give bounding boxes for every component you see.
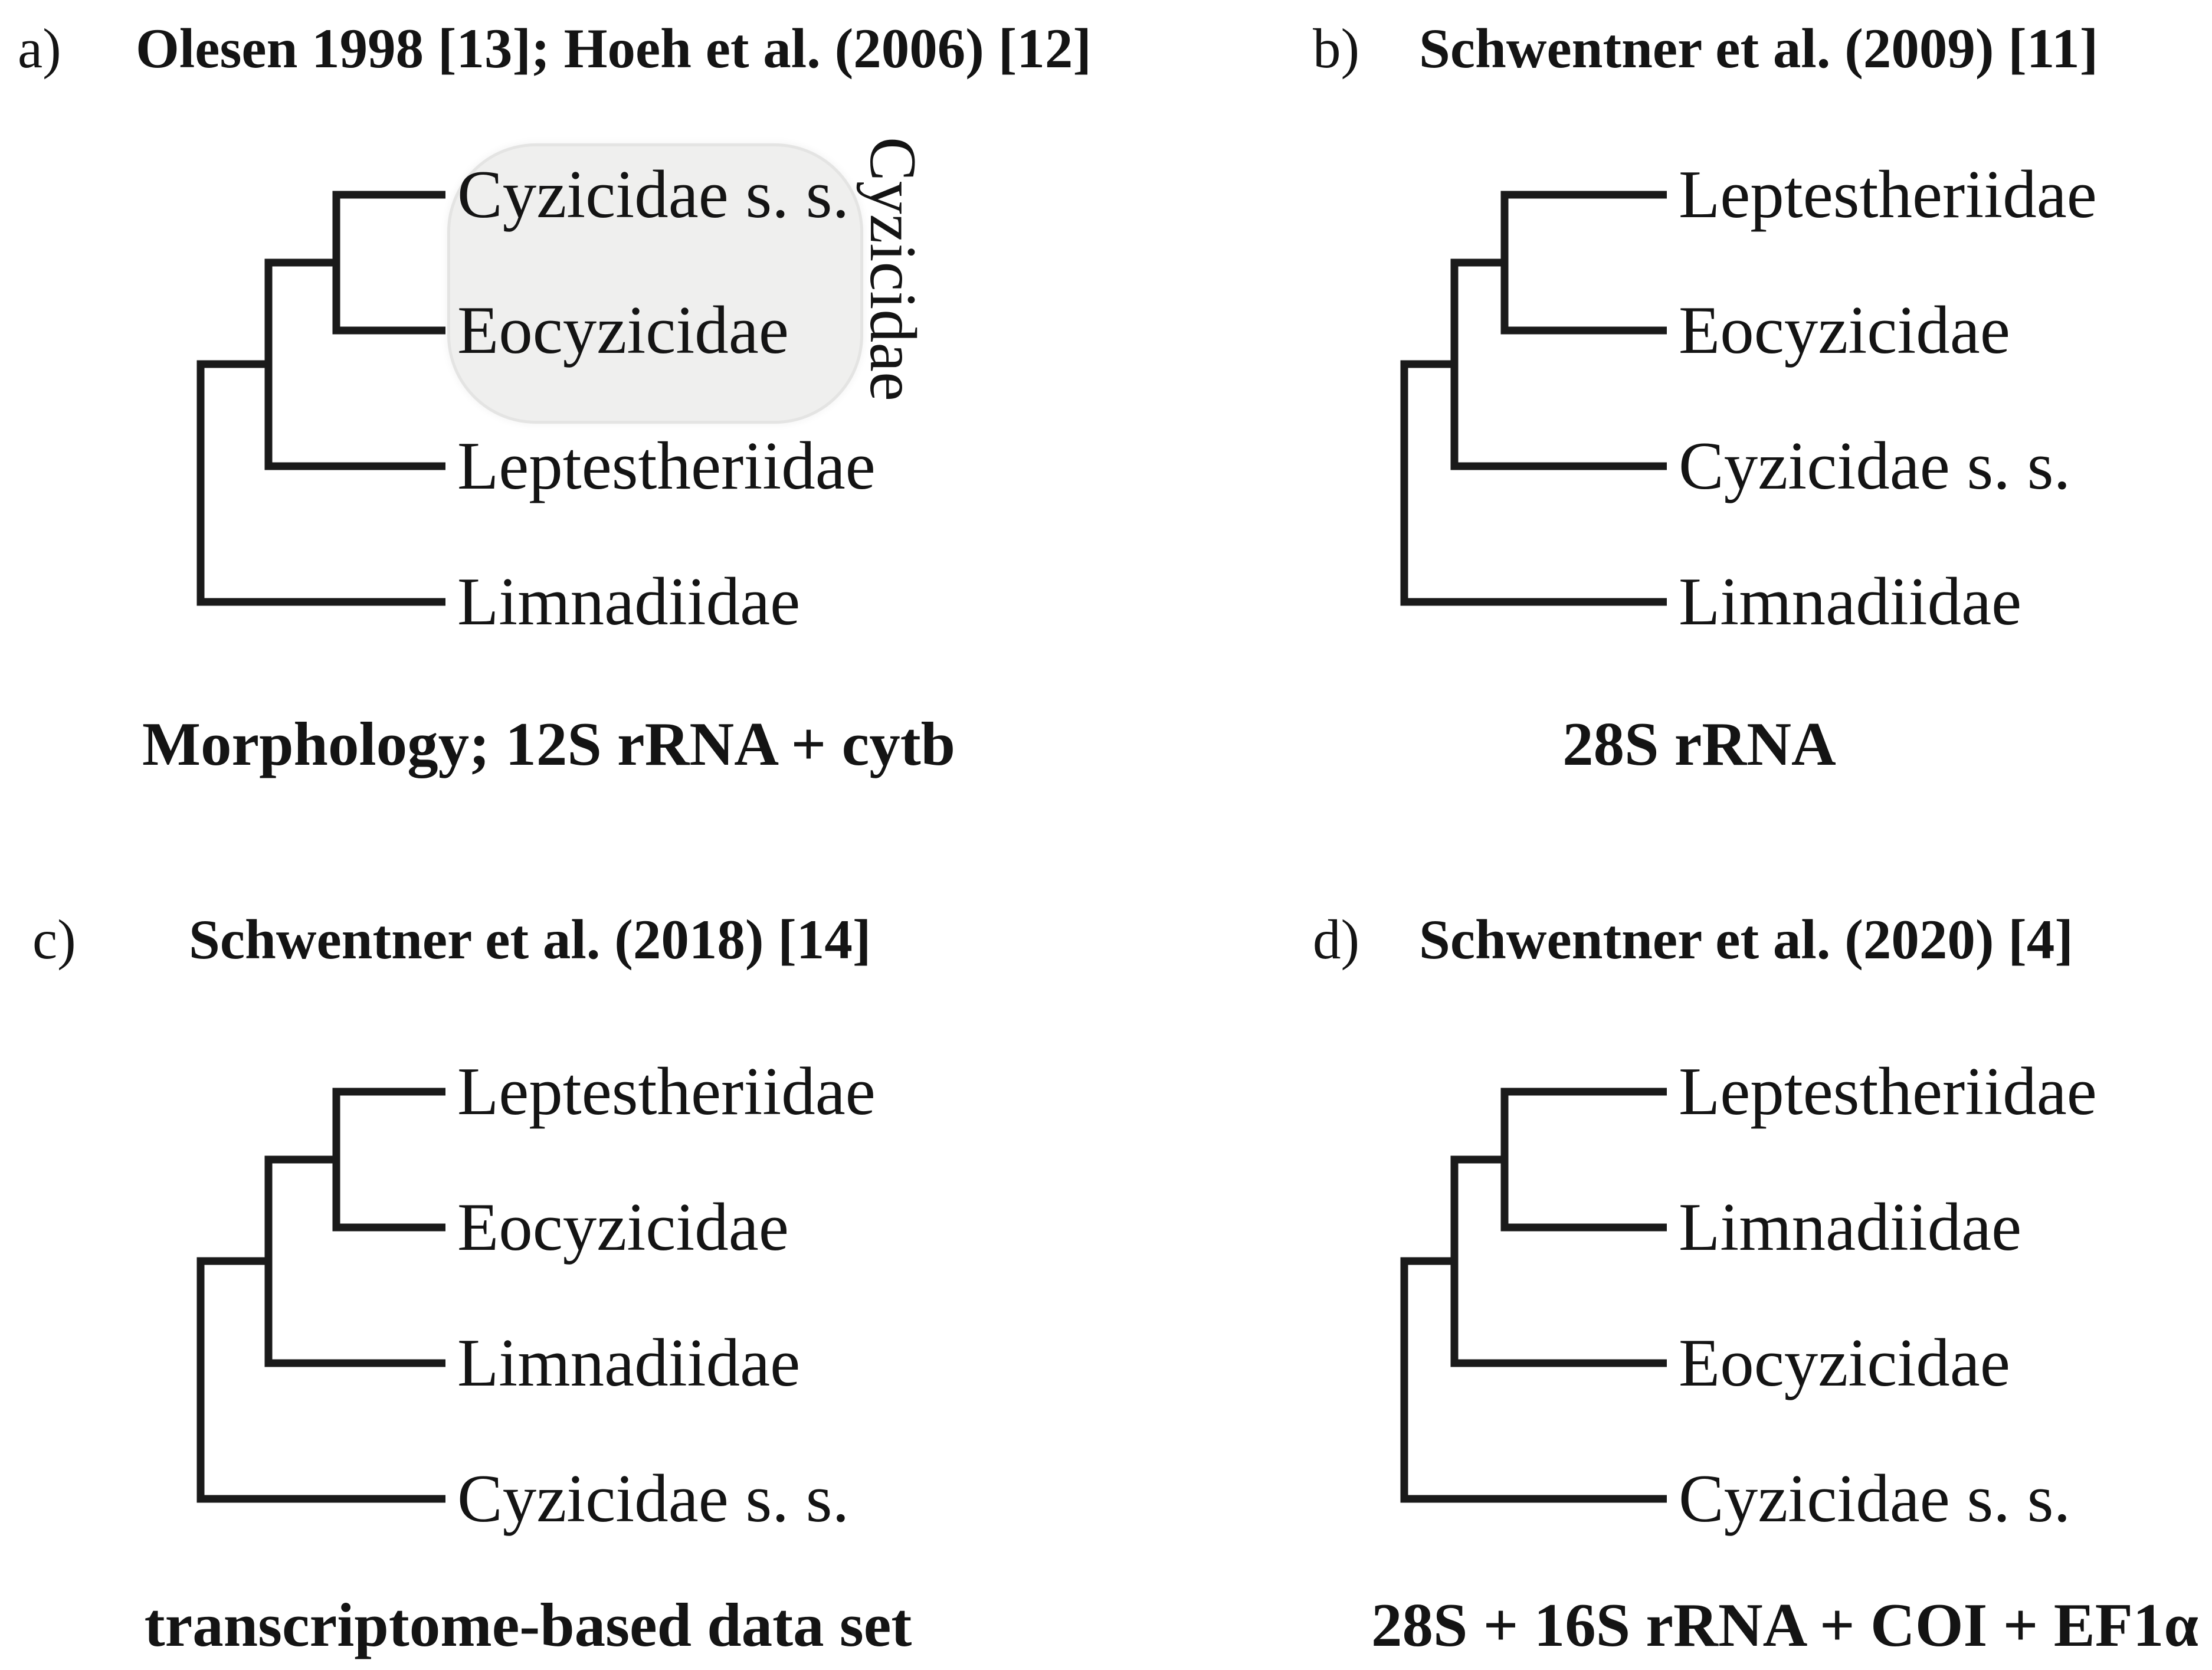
tip-label: Limnadiidae xyxy=(457,1325,801,1400)
tree-a-branches xyxy=(196,191,445,606)
panel-a-letter: a) xyxy=(18,17,61,80)
tree-b-bracket-2 xyxy=(1450,258,1667,470)
tip-label: Cyzicidae s. s. xyxy=(457,1461,850,1536)
tree-d-bracket-1 xyxy=(1500,1088,1667,1232)
tip-label: Leptestheriidae xyxy=(457,1054,876,1129)
panel-d-letter: d) xyxy=(1313,908,1360,971)
panel-c-caption: transcriptome-based data set xyxy=(144,1590,912,1659)
tip-label: Eocyzicidae xyxy=(1679,293,2010,368)
tree-b-bracket-1 xyxy=(1500,191,1667,335)
panel-b-letter: b) xyxy=(1313,17,1360,80)
tree-a-bracket-1 xyxy=(332,191,445,335)
panel-d-caption: 28S + 16S rRNA + COI + EF1α xyxy=(1371,1590,2198,1659)
tree-c-branches xyxy=(196,1088,445,1503)
tip-label: Limnadiidae xyxy=(1679,1190,2022,1265)
tip-label: Eocyzicidae xyxy=(457,1190,789,1265)
tree-d-bracket-2 xyxy=(1450,1155,1667,1367)
tip-label: Cyzicidae s. s. xyxy=(457,157,850,232)
cyzicidae-clade-highlight xyxy=(447,143,863,424)
tip-label: Limnadiidae xyxy=(457,564,801,639)
tip-label: Leptestheriidae xyxy=(1679,1054,2097,1129)
panel-a-title: Olesen 1998 [13]; Hoeh et al. (2006) [12… xyxy=(136,17,1092,80)
panel-a-caption: Morphology; 12S rRNA + cytb xyxy=(142,709,956,778)
tree-b-bracket-root xyxy=(1400,360,1667,606)
tree-c-bracket-2 xyxy=(264,1155,445,1367)
tip-label: Eocyzicidae xyxy=(1679,1325,2010,1400)
tree-d-bracket-root xyxy=(1400,1257,1667,1503)
panel-b-caption: 28S rRNA xyxy=(1562,709,1836,778)
tip-label: Cyzicidae s. s. xyxy=(1679,428,2071,503)
panel-c-letter: c) xyxy=(32,908,76,971)
tree-c-bracket-1 xyxy=(332,1088,445,1232)
tree-c-bracket-root xyxy=(196,1257,445,1503)
tip-label: Leptestheriidae xyxy=(1679,157,2097,232)
tree-a-bracket-root xyxy=(196,360,445,606)
panel-d-title: Schwentner et al. (2020) [4] xyxy=(1419,908,2074,971)
panel-c-title: Schwentner et al. (2018) [14] xyxy=(189,908,871,971)
tree-a-bracket-2 xyxy=(264,258,445,470)
tip-label: Limnadiidae xyxy=(1679,564,2022,639)
tip-label: Eocyzicidae xyxy=(457,293,789,368)
tip-label: Leptestheriidae xyxy=(457,428,876,503)
panel-b-title: Schwentner et al. (2009) [11] xyxy=(1419,17,2099,80)
tree-d-branches xyxy=(1400,1088,1667,1503)
tree-b-branches xyxy=(1400,191,1667,606)
tip-label: Cyzicidae s. s. xyxy=(1679,1461,2071,1536)
cyzicidae-clade-label: Cyzicidae xyxy=(856,137,929,401)
